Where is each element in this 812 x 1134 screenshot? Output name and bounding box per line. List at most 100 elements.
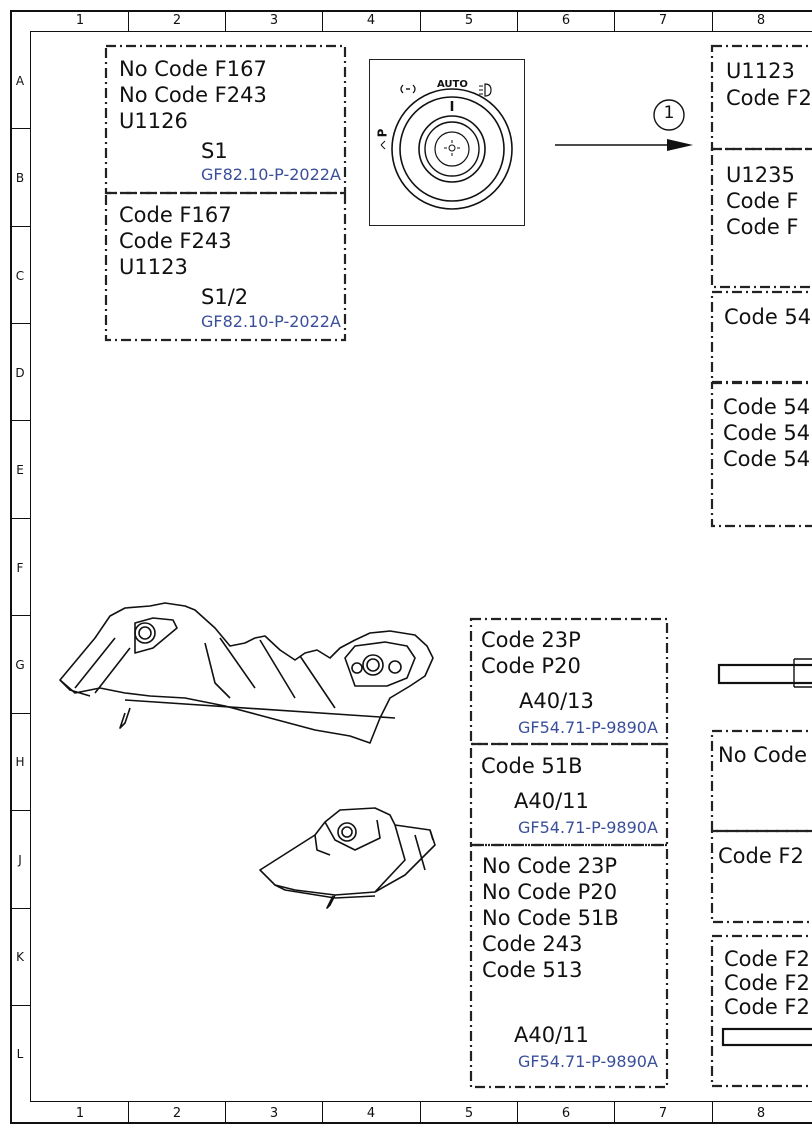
grid-row-label: B (15, 171, 25, 185)
box-r2 (710, 147, 812, 289)
grid-col-label: 6 (561, 1106, 571, 1121)
code-line: Code F2 (724, 971, 810, 995)
grid-tick (420, 10, 421, 31)
grid-col-label: 8 (756, 13, 766, 28)
grid-tick (128, 10, 129, 31)
code-line: Code 513 (482, 958, 583, 982)
code-line: Code 54 (724, 305, 812, 329)
document-ref: GF54.71-P-9890A (518, 818, 658, 837)
box-r6 (710, 829, 812, 924)
grid-tick (517, 1102, 518, 1124)
grid-col-label: 8 (756, 1106, 766, 1121)
code-line: U1235 (726, 163, 795, 187)
grid-col-label: 7 (658, 1106, 668, 1121)
box-s1-2 (104, 191, 347, 342)
document-ref: GF54.71-P-9890A (518, 718, 658, 737)
code-line: No Code (718, 743, 807, 767)
grid-row-label: F (16, 561, 24, 575)
code-line: Code F243 (119, 229, 232, 253)
grid-tick (10, 810, 30, 811)
box-a40-11a (469, 742, 669, 847)
code-line: Code F167 (119, 203, 232, 227)
auto-label: AUTO (437, 79, 468, 90)
code-line: Code 54 (723, 447, 811, 471)
grid-col-label: 3 (269, 13, 279, 28)
grid-tick (420, 1102, 421, 1124)
grid-row-label: H (15, 755, 25, 769)
grid-row-label: D (15, 366, 25, 380)
callout-arrow (555, 99, 693, 151)
instrument-cluster-module-illustration (59, 602, 434, 744)
component-id: A40/13 (519, 689, 594, 713)
box-r4 (710, 381, 812, 528)
grid-col-label: 5 (464, 1106, 474, 1121)
code-line: No Code 23P (482, 854, 618, 878)
component-id: S1/2 (201, 285, 249, 309)
grid-tick (712, 1102, 713, 1124)
grid-tick (614, 10, 615, 31)
grid-tick (10, 713, 30, 714)
light-switch-illustration (380, 83, 513, 210)
grid-tick (10, 128, 30, 129)
grid-tick (712, 10, 713, 31)
grid-row-label: G (15, 658, 25, 672)
box-r7 (710, 934, 812, 1088)
grid-tick (614, 1102, 615, 1124)
code-line: Code F2 (724, 995, 810, 1019)
grid-tick (10, 420, 30, 421)
code-line: Code P20 (481, 654, 581, 678)
grid-col-label: 2 (172, 1106, 182, 1121)
grid-tick (10, 518, 30, 519)
component-id: A40/11 (514, 789, 589, 813)
grid-tick (322, 10, 323, 31)
grid-tick (225, 1102, 226, 1124)
grid-col-label: 4 (366, 13, 376, 28)
code-line: Code 23P (481, 628, 581, 652)
code-line: U1126 (119, 109, 188, 133)
grid-tick (10, 615, 30, 616)
grid-row-label: K (16, 950, 24, 964)
module-illustration (259, 807, 436, 909)
code-line: Code 54 (723, 395, 811, 419)
document-ref: GF82.10-P-2022A (201, 165, 341, 184)
code-line: Code F2 (726, 86, 812, 110)
grid-tick (10, 226, 30, 227)
component-id: A40/11 (514, 1023, 589, 1047)
grid-col-label: 7 (658, 13, 668, 28)
document-ref: GF54.71-P-9890A (518, 1052, 658, 1071)
code-line: No Code P20 (482, 880, 618, 904)
light-switch-panel (369, 59, 525, 226)
parking-light-label: P (375, 128, 390, 138)
code-line: No Code F243 (119, 83, 267, 107)
grid-col-label: 2 (172, 13, 182, 28)
code-line: Code F2 (718, 844, 804, 868)
component-id: S1 (201, 139, 228, 163)
box-a40-11b (469, 843, 669, 1089)
grid-col-label: 1 (75, 1106, 85, 1121)
code-line: No Code 51B (482, 906, 619, 930)
code-line: U1123 (119, 255, 188, 279)
grid-row-label: C (15, 269, 25, 283)
code-line: Code 54 (723, 421, 811, 445)
grid-tick (10, 908, 30, 909)
callout-number: 1 (663, 103, 675, 123)
connector-bar-shape (721, 1027, 812, 1047)
code-line: No Code F167 (119, 57, 267, 81)
connector-bar-shape (717, 658, 812, 688)
grid-col-label: 1 (75, 13, 85, 28)
code-line: Code F (726, 215, 799, 239)
code-line: Code 51B (481, 754, 583, 778)
document-ref: GF82.10-P-2022A (201, 312, 341, 331)
grid-tick (10, 323, 30, 324)
grid-col-label: 6 (561, 13, 571, 28)
grid-col-label: 3 (269, 1106, 279, 1121)
grid-row-label: J (18, 853, 22, 867)
code-line: U1123 (726, 59, 795, 83)
drawing-frame-outer (10, 10, 812, 1124)
grid-tick (10, 1005, 30, 1006)
code-line: Code 243 (482, 932, 583, 956)
grid-row-label: A (15, 74, 25, 88)
grid-tick (225, 10, 226, 31)
grid-col-label: 4 (366, 1106, 376, 1121)
